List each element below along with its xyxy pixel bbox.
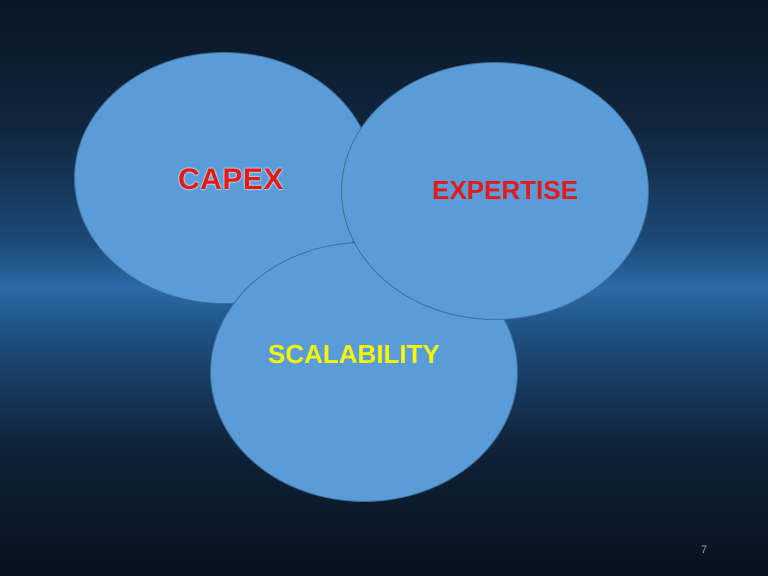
page-number: 7: [701, 544, 708, 556]
scalability-label: SCALABILITY: [268, 339, 440, 369]
venn-circle-expertise: [341, 62, 649, 320]
capex-label: CAPEX: [178, 163, 284, 196]
expertise-label: EXPERTISE: [432, 175, 578, 205]
